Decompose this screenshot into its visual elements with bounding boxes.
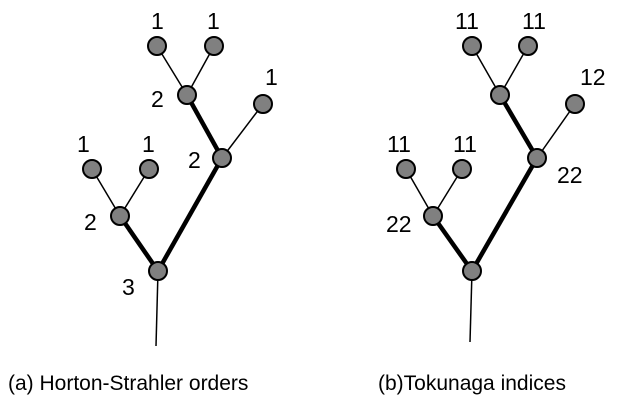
edge-thick (118, 214, 160, 273)
tree-node (139, 159, 159, 179)
tree-node (462, 261, 482, 281)
edge-thick (470, 156, 539, 273)
tree-node (527, 148, 547, 168)
tree-node (518, 36, 538, 56)
edge-thick (431, 214, 474, 273)
panel-b: 11 11 12 22 11 11 22 (b)Tokunaga indices (378, 8, 606, 395)
tree-node (396, 159, 416, 179)
edge-root-stem (155, 270, 159, 347)
edge-thick (498, 93, 539, 160)
node-label: 11 (522, 8, 546, 34)
node-label: 11 (387, 131, 411, 157)
edge-thick (185, 93, 224, 160)
tree-node (204, 36, 224, 56)
tree-node (82, 159, 102, 179)
node-label: 3 (122, 274, 135, 300)
edge-root-stem (469, 270, 473, 343)
node-label: 22 (557, 162, 583, 188)
node-label: 1 (207, 8, 220, 34)
panel-b-labels: 11 11 12 22 11 11 22 (386, 8, 606, 237)
tree-node (110, 206, 130, 226)
tree-node (212, 148, 232, 168)
panel-a: 1 1 2 1 2 1 1 2 3 (a) Horton-Strahler or… (8, 8, 278, 395)
tree-node (490, 85, 510, 105)
panel-b-caption: (b)Tokunaga indices (378, 372, 566, 395)
node-label: 11 (453, 131, 477, 157)
node-label: 2 (84, 209, 97, 235)
edge-thin (221, 103, 264, 159)
panel-a-nodes (82, 36, 273, 281)
edge-thick (156, 156, 224, 273)
node-label: 1 (151, 8, 164, 34)
tree-node (565, 94, 585, 114)
panel-a-caption: (a) Horton-Strahler orders (8, 372, 248, 395)
node-label: 2 (188, 147, 201, 173)
panel-b-edges (405, 45, 576, 343)
tree-node (452, 159, 472, 179)
panel-a-labels: 1 1 2 1 2 1 1 2 3 (77, 8, 278, 300)
tree-node (177, 85, 197, 105)
tree-node (462, 36, 482, 56)
node-label: 1 (142, 131, 155, 157)
edge-thin (536, 103, 576, 159)
tree-node (148, 261, 168, 281)
node-label: 1 (265, 64, 278, 90)
node-label: 2 (151, 86, 164, 112)
node-label: 22 (386, 211, 412, 237)
panel-b-nodes (396, 36, 585, 281)
node-label: 1 (77, 131, 90, 157)
panel-a-edges (91, 45, 264, 347)
tree-node (253, 94, 273, 114)
tree-node (147, 36, 167, 56)
tree-node (423, 206, 443, 226)
node-label: 11 (455, 8, 479, 34)
node-label: 12 (580, 64, 606, 90)
